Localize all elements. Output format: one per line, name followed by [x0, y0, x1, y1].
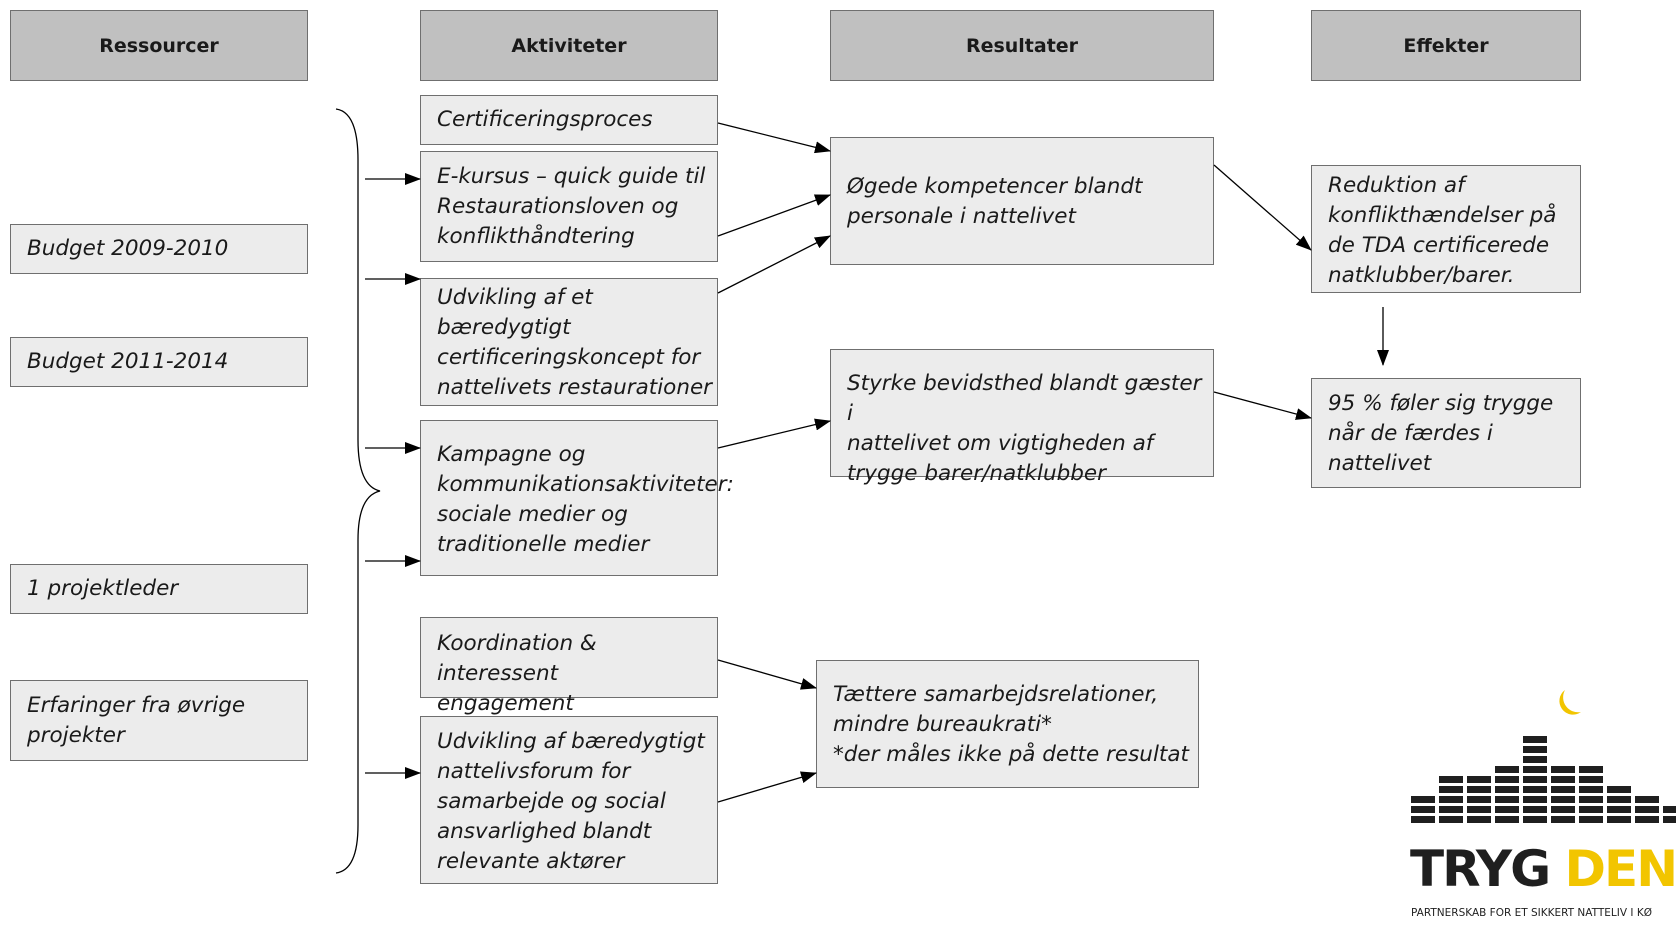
- logo-bar-block: [1551, 816, 1575, 823]
- logo-bar-block: [1635, 816, 1659, 823]
- logo-bar-block: [1439, 806, 1463, 813]
- logo-bar-block: [1579, 796, 1603, 803]
- logo-bar-block: [1579, 776, 1603, 783]
- logo-bar-block: [1635, 806, 1659, 813]
- effect-feel-safe: 95 % føler sig trygge når de færdes i na…: [1311, 378, 1581, 488]
- logo-bar-block: [1607, 796, 1631, 803]
- result-awareness: Styrke bevidsthed blandt gæster i nattel…: [830, 349, 1214, 486]
- effect-conflict-reduction: Reduktion af konflikthændelser på de TDA…: [1311, 165, 1581, 293]
- logo-bar-block: [1523, 776, 1547, 783]
- arrow-awareness-safe: [1213, 391, 1312, 420]
- logo-bar-block: [1439, 796, 1463, 803]
- arrow-campaign-awareness: [717, 418, 831, 449]
- resource-brace: [335, 108, 381, 874]
- resource-budget-2009-2010: Budget 2009-2010: [10, 224, 308, 274]
- arrow-cert-competences: [717, 122, 831, 154]
- activity-certification-concept: Udvikling af et bæredygtigt certificerin…: [420, 278, 718, 406]
- resource-budget-2011-2014: Budget 2011-2014: [10, 337, 308, 387]
- logo-bar-block: [1495, 776, 1519, 783]
- logo-bar-block: [1579, 766, 1603, 773]
- logo-word-dark: TRYG: [1410, 840, 1551, 898]
- activity-certification-process: Certificeringsproces: [420, 95, 718, 145]
- activity-e-course: E-kursus – quick guide til Restaurations…: [420, 151, 718, 262]
- logo-bar-block: [1467, 796, 1491, 803]
- logo-bar-block: [1551, 766, 1575, 773]
- logo-bar-block: [1523, 766, 1547, 773]
- logo-bar-block: [1411, 816, 1435, 823]
- arrow-forum-cooperation: [717, 771, 817, 803]
- logo-bar-block: [1523, 816, 1547, 823]
- logo-bar-block: [1635, 796, 1659, 803]
- arrow-competences-conflict: [1213, 164, 1312, 251]
- activity-coordination: Koordination & interessent engagement: [420, 617, 718, 716]
- resource-experience: Erfaringer fra øvrige projekter: [10, 680, 308, 761]
- logo-word-accent: DEN A: [1564, 840, 1676, 898]
- logo-bar-block: [1523, 746, 1547, 753]
- logo-bar-block: [1467, 786, 1491, 793]
- arrow-concept-competences: [717, 235, 831, 294]
- logo-bar-block: [1523, 736, 1547, 743]
- header-results: Resultater: [830, 10, 1214, 81]
- arrow-coordination-cooperation: [717, 659, 817, 690]
- logo-bar-block: [1551, 776, 1575, 783]
- header-effects: Effekter: [1311, 10, 1581, 81]
- result-cooperation: Tættere samarbejdsrelationer, mindre bur…: [816, 660, 1199, 788]
- header-activities: Aktiviteter: [420, 10, 718, 81]
- logo-bar-block: [1467, 776, 1491, 783]
- header-activities-label: Aktiviteter: [511, 34, 627, 57]
- logo-bar-block: [1663, 816, 1676, 823]
- logo-bar-block: [1607, 806, 1631, 813]
- logo-bar-block: [1607, 816, 1631, 823]
- logo-bar-block: [1523, 806, 1547, 813]
- logo-tagline: PARTNERSKAB FOR ET SIKKERT NATTELIV I KØ: [1411, 907, 1652, 919]
- arrow-ecourse-competences: [717, 194, 831, 237]
- logo-bar-block: [1523, 756, 1547, 763]
- logo-bar-block: [1495, 786, 1519, 793]
- logo-bar-block: [1551, 796, 1575, 803]
- resource-project-leader: 1 projektleder: [10, 564, 308, 614]
- tryg-den-logo: TRYG DEN A PARTNERSKAB FOR ET SIKKERT NA…: [1405, 690, 1676, 943]
- logo-bar-block: [1523, 796, 1547, 803]
- logo-bar-block: [1607, 786, 1631, 793]
- result-competences: Øgede kompetencer blandt personale i nat…: [830, 137, 1214, 265]
- equalizer-bars-icon: [1411, 690, 1676, 823]
- logo-bar-block: [1467, 806, 1491, 813]
- logo-bar-block: [1411, 806, 1435, 813]
- logo-bar-block: [1495, 796, 1519, 803]
- logo-bar-block: [1467, 816, 1491, 823]
- logo-bar-block: [1579, 806, 1603, 813]
- logo-bar-block: [1495, 766, 1519, 773]
- logo-bar-block: [1551, 786, 1575, 793]
- header-resources-label: Ressourcer: [99, 34, 219, 57]
- moon-icon: [1559, 690, 1581, 715]
- logo-bar-block: [1579, 816, 1603, 823]
- header-effects-label: Effekter: [1403, 34, 1489, 57]
- header-results-label: Resultater: [965, 34, 1079, 57]
- logo-bar-block: [1411, 796, 1435, 803]
- logo-bar-block: [1579, 786, 1603, 793]
- logo-bar-block: [1439, 786, 1463, 793]
- logo-bar-block: [1551, 806, 1575, 813]
- activity-nightlife-forum: Udvikling af bæredygtigt nattelivsforum …: [420, 716, 718, 884]
- logo-wordmark: TRYG DEN A: [1410, 840, 1676, 898]
- logo-bar-block: [1439, 776, 1463, 783]
- logo-bar-block: [1523, 786, 1547, 793]
- logo-bar-block: [1663, 806, 1676, 813]
- logo-bar-block: [1495, 806, 1519, 813]
- activity-campaign: Kampagne og kommunikationsaktiviteter: s…: [420, 420, 734, 576]
- header-resources: Ressourcer: [10, 10, 308, 81]
- logo-bar-block: [1495, 816, 1519, 823]
- logo-bar-block: [1439, 816, 1463, 823]
